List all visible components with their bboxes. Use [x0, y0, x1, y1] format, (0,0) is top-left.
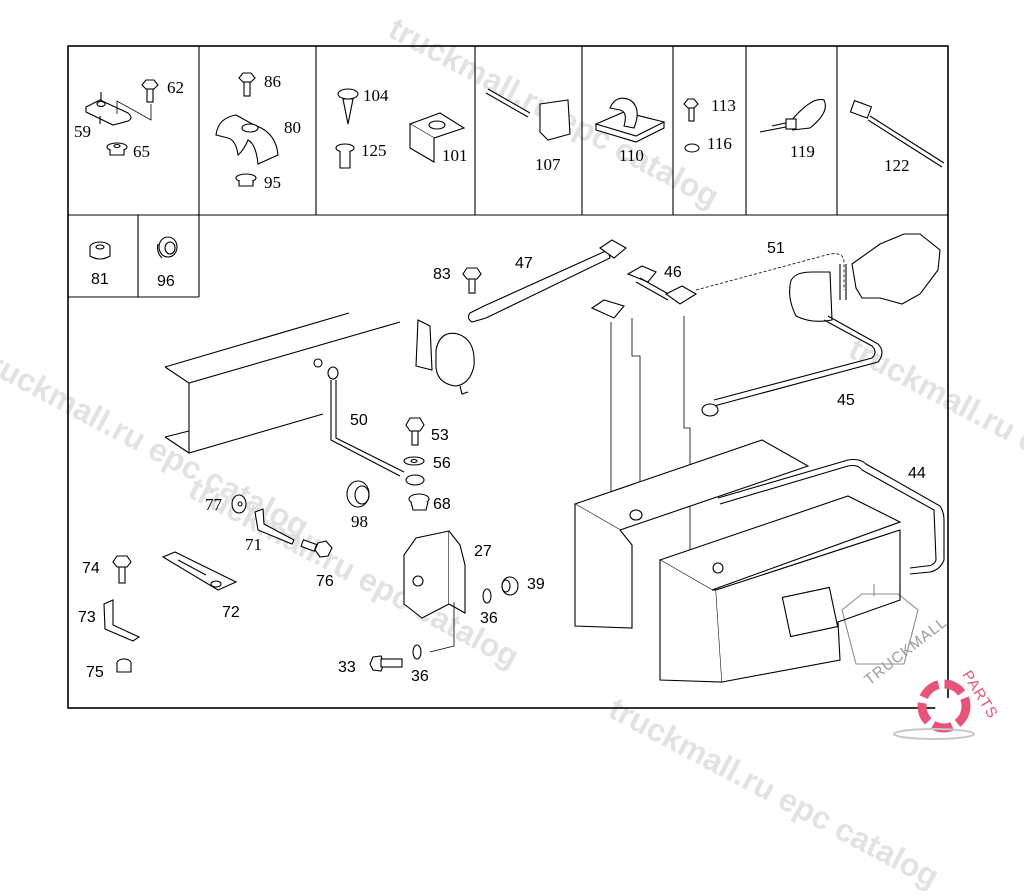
part-label-101: 101	[442, 146, 468, 165]
part-96-grommet[interactable]	[156, 236, 178, 259]
starter-motor	[789, 233, 941, 322]
part-label-122: 122	[884, 156, 910, 175]
part-36-washer[interactable]	[412, 644, 422, 660]
part-label-125: 125	[361, 141, 387, 160]
part-label-86: 86	[264, 72, 281, 91]
truckmall-parts-logo	[893, 679, 975, 740]
part-53-bolt[interactable]	[405, 417, 425, 446]
part-label-62: 62	[167, 78, 184, 97]
part-122-cable-tie[interactable]	[849, 99, 945, 168]
part-46-connector-cable[interactable]	[590, 265, 698, 319]
part-65-nut[interactable]	[106, 142, 128, 156]
part-113-bolt[interactable]	[683, 98, 699, 122]
part-80-clamp[interactable]	[215, 114, 279, 165]
diagram-drawing	[67, 45, 975, 740]
part-68-nut[interactable]	[408, 493, 430, 511]
parts-diagram: truckmall.ru epc catalog truckmall.ru ep…	[0, 10, 1024, 895]
part-75-nut[interactable]	[116, 658, 132, 673]
part-101-bracket[interactable]	[408, 112, 466, 163]
part-50-ground-cable[interactable]	[327, 366, 425, 486]
part-label-36: 36	[480, 610, 498, 627]
part-label-75: 75	[86, 664, 104, 681]
part-116-spring-washer[interactable]	[684, 143, 700, 153]
part-label-95: 95	[264, 173, 281, 192]
part-71-bracket[interactable]	[254, 508, 295, 545]
part-label-81: 81	[91, 271, 109, 288]
part-74-bolt[interactable]	[112, 555, 132, 584]
part-83-bolt[interactable]	[462, 267, 482, 294]
part-86-bolt[interactable]	[238, 72, 256, 97]
part-label-71: 71	[245, 535, 262, 554]
part-label-27: 27	[474, 543, 492, 560]
part-95-nut[interactable]	[235, 173, 257, 187]
leader-line	[429, 602, 455, 653]
part-label-56: 56	[433, 455, 451, 472]
part-label-107: 107	[535, 155, 561, 174]
part-label-77: 77	[205, 495, 222, 514]
part-47-ground-strap[interactable]	[467, 239, 627, 323]
part-label-96: 96	[157, 273, 175, 290]
part-98-grommet[interactable]	[346, 480, 370, 508]
part-81-spacer[interactable]	[89, 241, 111, 260]
part-label-33: 33	[338, 659, 356, 676]
part-label-72: 72	[222, 604, 240, 621]
part-56-washer[interactable]	[403, 456, 425, 466]
part-label-44: 44	[908, 465, 926, 482]
part-label-36: 36	[411, 668, 429, 685]
part-label-46: 46	[664, 264, 682, 281]
part-label-51: 51	[767, 240, 785, 257]
part-label-76: 76	[316, 573, 334, 590]
battery-front	[658, 495, 902, 683]
battery-rear	[573, 439, 810, 629]
part-110-cable-clip[interactable]	[594, 97, 666, 143]
part-51-battery-cable[interactable]	[695, 253, 847, 300]
part-connector-housing	[415, 319, 475, 395]
part-125-rivet[interactable]	[335, 143, 355, 169]
part-59-stud-plate[interactable]	[85, 92, 132, 126]
part-label-73: 73	[78, 609, 96, 626]
part-27-mounting-plate[interactable]	[403, 530, 466, 619]
part-72-plate[interactable]	[161, 551, 238, 591]
part-label-74: 74	[82, 560, 100, 577]
part-119-cable-tie[interactable]	[759, 98, 826, 133]
part-label-59: 59	[74, 122, 91, 141]
part-62-bolt[interactable]	[141, 79, 159, 103]
part-45-battery-cable[interactable]	[701, 315, 883, 417]
part-label-116: 116	[707, 134, 732, 153]
part-77-washer[interactable]	[231, 494, 247, 514]
part-label-50: 50	[350, 412, 368, 429]
battery-switch	[841, 584, 919, 665]
part-label-45: 45	[837, 392, 855, 409]
part-label-113: 113	[711, 96, 736, 115]
part-36-washer[interactable]	[482, 588, 492, 604]
part-73-bracket[interactable]	[103, 599, 141, 642]
part-107-tie-holder[interactable]	[485, 88, 571, 141]
part-label-47: 47	[515, 255, 533, 272]
part-label-104: 104	[363, 86, 389, 105]
part-label-68: 68	[433, 496, 451, 513]
part-label-98: 98	[351, 512, 368, 531]
part-104-screw[interactable]	[337, 88, 359, 125]
part-label-39: 39	[527, 576, 545, 593]
diagram-frame	[67, 45, 949, 709]
part-33-bolt[interactable]	[369, 655, 403, 672]
frame-rail	[164, 312, 401, 454]
part-label-110: 110	[619, 146, 644, 165]
part-label-119: 119	[790, 142, 815, 161]
leader-line	[116, 100, 152, 121]
part-label-65: 65	[133, 142, 150, 161]
part-label-83: 83	[433, 266, 451, 283]
part-44-battery-cable[interactable]	[717, 458, 945, 575]
part-76-bolt[interactable]	[300, 539, 333, 558]
part-label-53: 53	[431, 427, 449, 444]
part-label-80: 80	[284, 118, 301, 137]
part-39-rubber-buffer[interactable]	[501, 576, 519, 596]
